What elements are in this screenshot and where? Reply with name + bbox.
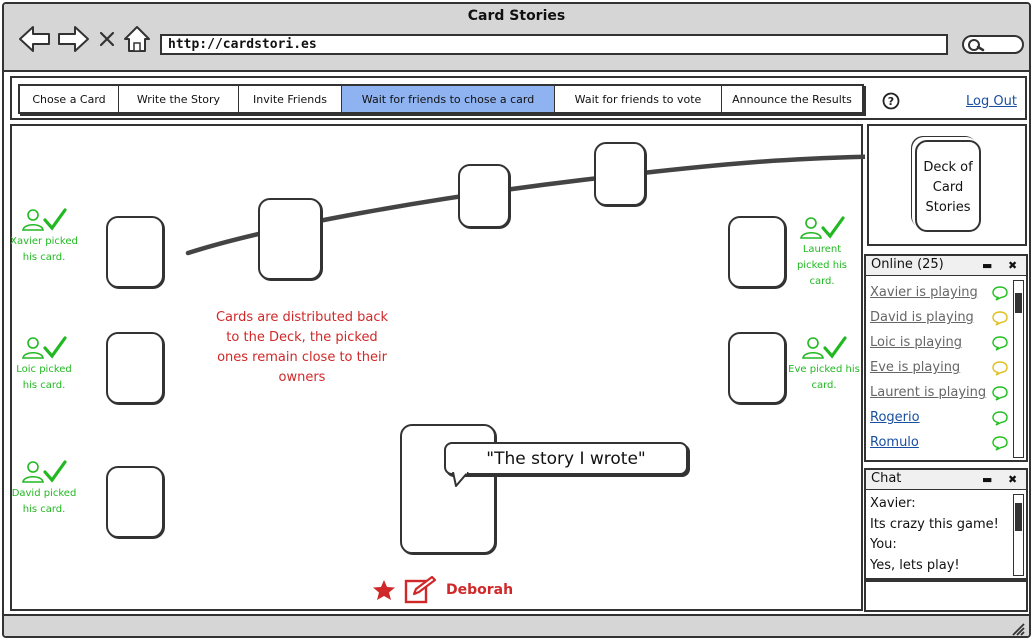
browser-chrome: Card Stories http://cardstori.es — [4, 4, 1029, 72]
chat-bubble-icon[interactable] — [992, 335, 1008, 351]
status-bar — [4, 614, 1029, 636]
chat-bubble-icon[interactable] — [992, 360, 1008, 376]
star-icon — [373, 580, 395, 600]
chat-bubble-icon[interactable] — [992, 285, 1008, 301]
online-header: Online (25) ▬ ✖ — [866, 256, 1026, 276]
edit-icon[interactable] — [404, 576, 438, 604]
story-bubble: "The story I wrote" — [444, 442, 688, 475]
player-laurent: Laurent picked his card. — [786, 214, 858, 290]
online-item[interactable]: Loic is playing — [870, 330, 1010, 355]
user-check-icon — [22, 208, 67, 231]
back-arrow-icon[interactable] — [18, 24, 52, 54]
deck-card[interactable]: Deck of Card Stories — [915, 140, 981, 232]
user-check-icon — [802, 336, 847, 359]
tab-announce-the-results[interactable]: Announce the Results — [722, 86, 862, 112]
chat-line: Yes, lets play! — [870, 557, 960, 573]
chat-line: Its crazy this game! — [870, 516, 999, 532]
online-item[interactable]: Xavier is playing — [870, 280, 1010, 305]
tab-wait-for-friends-to-vote[interactable]: Wait for friends to vote — [555, 86, 722, 112]
online-item[interactable]: David is playing — [870, 305, 1010, 330]
chat-bubble-icon[interactable] — [992, 435, 1008, 451]
tab-invite-friends[interactable]: Invite Friends — [239, 86, 342, 112]
deck-panel: Deck of Card Stories — [867, 124, 1027, 246]
home-icon[interactable] — [122, 24, 152, 54]
annotation-note: Cards are distributed back to the Deck, … — [215, 310, 389, 385]
chat-line: Xavier: — [870, 496, 916, 511]
chat-panel: Chat ▬ ✖ Xavier: Its crazy this game! Yo… — [864, 468, 1028, 580]
window-title: Card Stories — [467, 8, 566, 24]
chat-log: Xavier: Its crazy this game! You: Yes, l… — [870, 494, 1010, 576]
player-card-laurent[interactable] — [728, 216, 786, 288]
scroll-thumb[interactable] — [1015, 293, 1022, 313]
player-status: Loic picked his card. — [16, 364, 72, 391]
step-tabs: Chose a Card Write the Story Invite Frie… — [18, 84, 864, 114]
user-check-icon — [22, 336, 67, 359]
player-eve: Eve picked his card. — [788, 334, 860, 394]
moving-card — [458, 164, 510, 228]
online-item[interactable]: Rogerio — [870, 405, 1010, 430]
bubble-tail — [452, 472, 469, 487]
chat-line: You: — [870, 537, 897, 552]
player-status: David picked his card. — [11, 488, 77, 515]
svg-text:?: ? — [888, 95, 894, 108]
owner-name: Deborah — [446, 582, 514, 598]
resize-grip-icon[interactable] — [1009, 620, 1025, 636]
chat-title: Chat — [871, 471, 902, 486]
steps-bar: Chose a Card Write the Story Invite Frie… — [10, 76, 1027, 120]
chat-header: Chat ▬ ✖ — [866, 470, 1026, 490]
tab-chose-a-card[interactable]: Chose a Card — [20, 86, 119, 112]
online-item[interactable]: Eve is playing — [870, 355, 1010, 380]
search-icon — [968, 39, 985, 52]
player-card-eve[interactable] — [728, 332, 786, 404]
player-xavier: Xavier picked his card. — [8, 206, 80, 266]
player-status: Xavier picked his card. — [10, 236, 78, 263]
close-panel-icon[interactable]: ✖ — [1008, 473, 1018, 486]
card-owner: Deborah — [372, 576, 513, 604]
help-icon[interactable]: ? — [882, 92, 900, 110]
user-check-icon — [800, 216, 845, 239]
chat-scrollbar[interactable] — [1013, 494, 1024, 576]
user-check-icon — [22, 460, 67, 483]
chat-bubble-icon[interactable] — [992, 310, 1008, 326]
logout-link[interactable]: Log Out — [966, 94, 1017, 109]
minimize-icon[interactable]: ▬ — [982, 473, 993, 486]
moving-card — [258, 198, 322, 280]
forward-arrow-icon[interactable] — [56, 24, 90, 54]
minimize-icon[interactable]: ▬ — [982, 259, 993, 272]
online-panel: Online (25) ▬ ✖ Xavier is playing David … — [864, 254, 1028, 462]
search-input[interactable] — [962, 35, 1024, 54]
player-david: David picked his card. — [8, 458, 80, 518]
online-title: Online (25) — [871, 257, 944, 272]
chat-bubble-icon[interactable] — [992, 385, 1008, 401]
online-item[interactable]: Romulo — [870, 430, 1010, 455]
player-status: Eve picked his card. — [788, 364, 860, 391]
chat-bubble-icon[interactable] — [992, 410, 1008, 426]
close-panel-icon[interactable]: ✖ — [1008, 259, 1018, 272]
player-card-david[interactable] — [106, 466, 164, 538]
scroll-thumb[interactable] — [1015, 503, 1022, 531]
url-input[interactable]: http://cardstori.es — [160, 34, 948, 55]
online-scrollbar[interactable] — [1013, 280, 1024, 458]
player-card-loic[interactable] — [106, 332, 164, 404]
game-board: Xavier picked his card. Loic picked his … — [8, 124, 865, 611]
online-item[interactable]: Laurent is playing — [870, 380, 1010, 405]
close-icon[interactable] — [96, 24, 118, 54]
moving-card — [594, 142, 646, 206]
player-status: Laurent picked his card. — [796, 244, 848, 287]
player-loic: Loic picked his card. — [8, 334, 80, 394]
player-card-xavier[interactable] — [106, 216, 164, 288]
tab-wait-for-friends-to-chose[interactable]: Wait for friends to chose a card — [342, 86, 555, 112]
online-list: Xavier is playing David is playing Loic … — [870, 280, 1010, 455]
tab-write-the-story[interactable]: Write the Story — [119, 86, 239, 112]
chat-input[interactable] — [864, 580, 1028, 612]
